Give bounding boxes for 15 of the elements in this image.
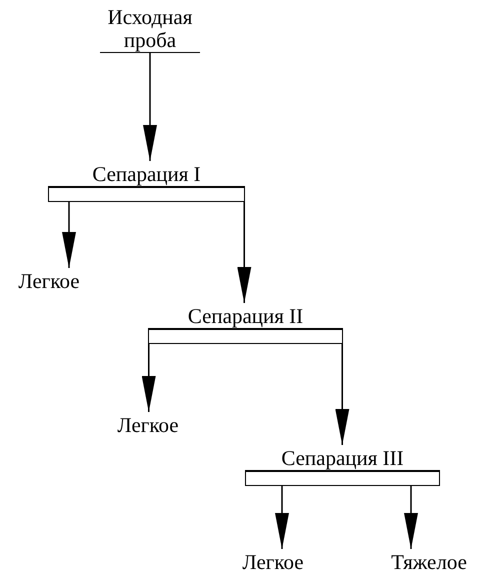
feed-label: Исходная проба: [100, 6, 200, 53]
separation-label: Сепарация I: [92, 163, 201, 186]
product-label: Тяжелое: [382, 551, 476, 574]
arrow: [335, 344, 350, 445]
separation-label: Сепарация II: [188, 305, 304, 328]
product-label: Легкое: [8, 270, 90, 293]
product-label: Легкое: [228, 551, 318, 574]
arrow: [142, 344, 156, 412]
arrow: [62, 202, 76, 268]
arrow: [143, 53, 157, 161]
product-label: Легкое: [104, 414, 192, 437]
arrow: [404, 486, 418, 549]
separation-label: Сепарация III: [281, 447, 404, 470]
arrow: [237, 202, 252, 303]
arrow: [275, 486, 289, 549]
